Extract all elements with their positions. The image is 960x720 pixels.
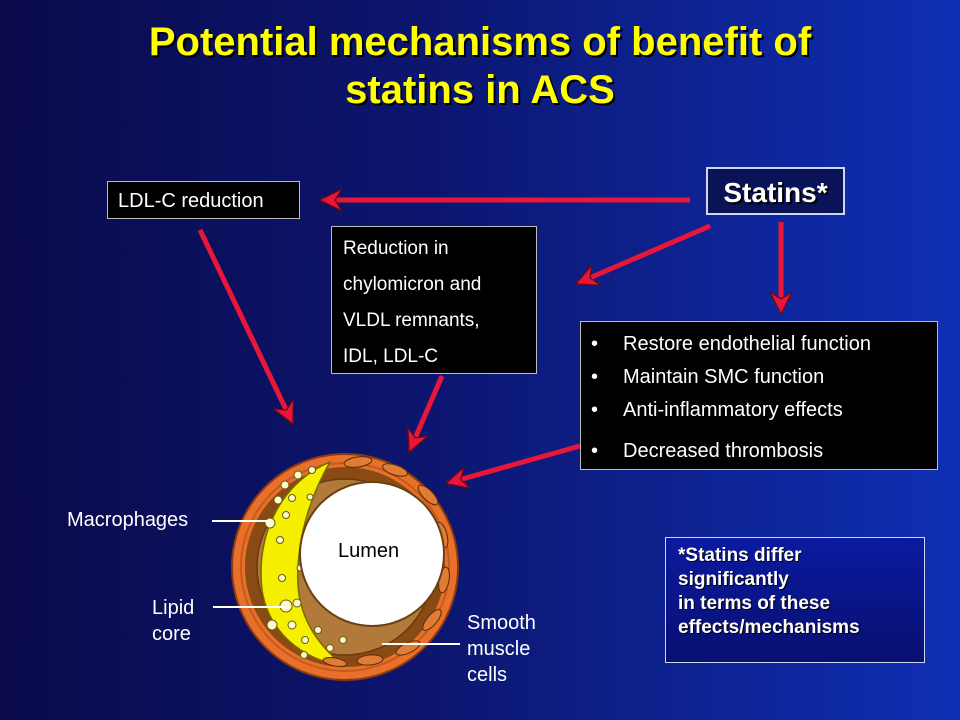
note-line-1: *Statins differ xyxy=(678,545,802,566)
pleiotropic-effects-box: Restore endothelial function Maintain SM… xyxy=(580,321,938,470)
arrow-statins-to-reduction xyxy=(578,223,711,283)
note-line-3: in terms of these xyxy=(678,593,831,614)
lipid-core-label-line-1: Lipid xyxy=(152,597,195,619)
reduction-line-2: chylomicron and xyxy=(343,274,482,295)
arrow-effects-to-artery xyxy=(448,443,581,483)
lipoprotein-reduction-box: Reduction in chylomicron and VLDL remnan… xyxy=(331,226,537,374)
effect-item-smc: Maintain SMC function xyxy=(581,361,937,394)
smc-label-line-1: Smooth xyxy=(467,612,536,634)
lumen-label: Lumen xyxy=(338,540,400,562)
smooth-muscle-cells-label: Smooth muscle cells xyxy=(467,610,536,688)
statins-box: Statins* xyxy=(706,167,845,215)
reduction-line-4: IDL, LDL-C xyxy=(343,346,439,367)
smc-label-line-3: cells xyxy=(467,664,508,686)
title-line-1: Potential mechanisms of benefit of xyxy=(148,20,812,64)
note-line-4: effects/mechanisms xyxy=(678,617,860,638)
effects-list: Restore endothelial function Maintain SM… xyxy=(581,328,937,468)
lipid-core-label: Lipid core xyxy=(152,595,194,647)
ldl-c-reduction-box: LDL-C reduction xyxy=(107,181,300,219)
artery-lumen xyxy=(299,481,445,627)
slide-title: Potential mechanisms of benefit of stati… xyxy=(0,18,960,114)
macrophages-label: Macrophages xyxy=(67,509,189,531)
lipid-core-label-line-2: core xyxy=(152,623,191,645)
effect-item-thrombosis: Decreased thrombosis xyxy=(581,435,937,468)
effect-item-anti-inflammatory: Anti-inflammatory effects xyxy=(581,394,937,427)
reduction-line-3: VLDL remnants, xyxy=(343,310,480,331)
arrow-reduction-to-artery xyxy=(410,375,445,450)
artery-cross-section xyxy=(231,453,459,681)
arrow-ldl-to-artery xyxy=(197,228,295,422)
smc-label-line-2: muscle xyxy=(467,638,531,660)
note-line-2: significantly xyxy=(678,569,789,590)
title-line-2: statins in ACS xyxy=(345,68,615,112)
statins-differ-note: *Statins differ significantly in terms o… xyxy=(665,537,925,663)
reduction-line-1: Reduction in xyxy=(343,238,449,259)
effect-item-endothelial: Restore endothelial function xyxy=(581,328,937,361)
